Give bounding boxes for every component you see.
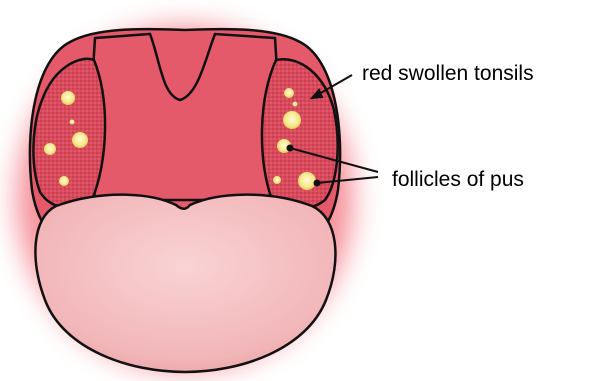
tongue: [35, 195, 335, 372]
follicles-label: follicles of pus: [392, 168, 524, 191]
tonsils-label: red swollen tonsils: [362, 62, 534, 85]
